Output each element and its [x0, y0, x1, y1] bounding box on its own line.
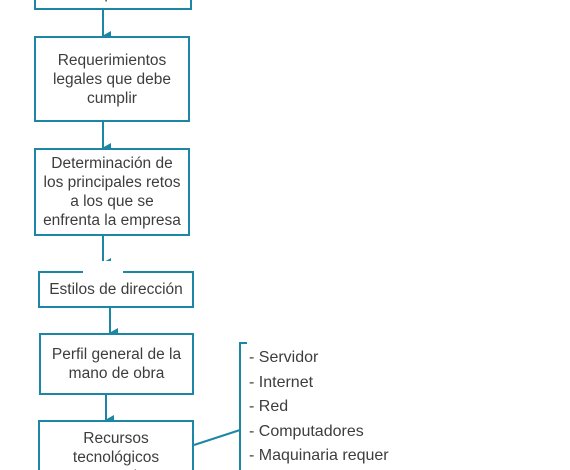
list-item-maquinaria: - Maquinaria requerida [249, 447, 389, 464]
workforce-line-1: Perfil general de la [51, 346, 182, 363]
box-tech-resources: Recursos tecnológicos necesarios [38, 420, 194, 470]
workforce-line-2: mano de obra [68, 365, 165, 382]
tech-line-1: Recursos [83, 430, 149, 447]
list-item-servidor: - Servidor [249, 349, 319, 366]
list-item-red: - Red [249, 398, 289, 415]
box-management-styles: Estilos de dirección [38, 271, 194, 308]
box-top-gap [83, 261, 123, 273]
tech-connector [193, 429, 241, 446]
box-empresa-label: empresa [83, 0, 143, 3]
box-main-challenges: Determinación de los principales retos a… [34, 148, 190, 236]
box-workforce-profile: Perfil general de la mano de obra [39, 333, 194, 395]
tech-resources-list: - Servidor - Internet - Red - Computador… [249, 346, 389, 469]
challenges-line-1: Determinación de [51, 155, 173, 172]
tech-bracket [239, 342, 247, 470]
challenges-line-3: a los que se [70, 193, 154, 210]
management-label: Estilos de dirección [49, 281, 183, 298]
tech-line-2: tecnológicos [72, 449, 160, 466]
challenges-line-2: los principales retos [43, 174, 181, 191]
box-legal-requirements: Requerimientos legales que debe cumplir [34, 36, 190, 122]
legal-line-1: Requerimientos [57, 51, 167, 69]
challenges-line-4: enfrenta la empresa [43, 212, 181, 229]
tech-line-3: necesarios [73, 467, 159, 470]
list-item-computadores: - Computadores [249, 422, 364, 440]
list-item-internet: - Internet [249, 373, 314, 391]
legal-line-2: legales que debe [52, 70, 172, 88]
legal-line-3: cumplir [87, 89, 137, 107]
box-empresa-partial: empresa [34, 0, 192, 10]
